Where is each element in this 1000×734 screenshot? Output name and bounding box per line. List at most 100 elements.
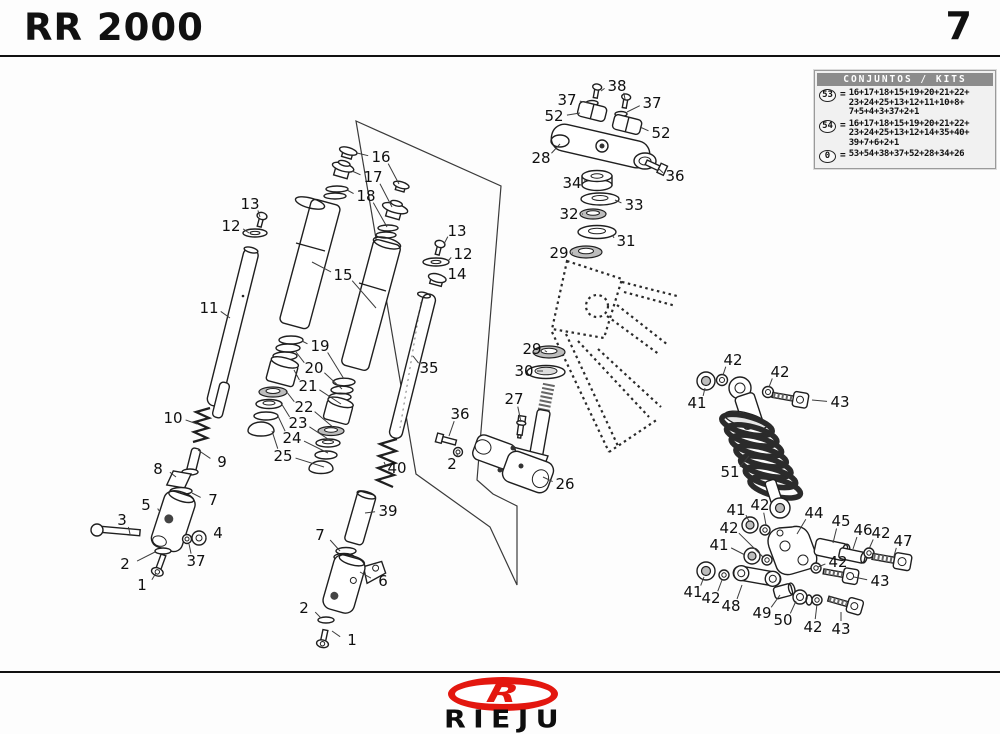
leader-line (542, 476, 553, 483)
leader-line (276, 413, 286, 432)
leader-line (351, 170, 361, 176)
part-label: 28 (531, 149, 550, 167)
outer-tubes-15 (279, 146, 410, 371)
bolt-38-a (592, 83, 603, 100)
brand-logo-oval: R (448, 677, 558, 711)
part-label: 30 (514, 362, 533, 380)
bolt-13-right (434, 239, 446, 257)
leader-line (151, 572, 157, 581)
part-label: 42 (828, 553, 847, 571)
leader-line (551, 143, 561, 154)
kits-rows: 53=16+17+18+15+19+20+21+22+23+24+25+13+1… (817, 88, 993, 163)
part-label: 36 (665, 167, 684, 185)
outer-tube-15-left (279, 198, 341, 330)
part-label: 19 (310, 337, 329, 355)
part-label: 2 (447, 455, 457, 473)
leader-line (295, 351, 305, 363)
part-label: 3 (117, 511, 127, 529)
part-label: 8 (153, 460, 163, 478)
part-label: 24 (282, 429, 301, 447)
fork-leg-left (90, 211, 268, 577)
part-label: 35 (419, 359, 438, 377)
part-label: 42 (803, 618, 822, 636)
kit-number: 54 (819, 119, 836, 133)
leader-line (639, 126, 649, 132)
cap-nut-17-right (381, 199, 409, 221)
part-label: 48 (721, 597, 740, 615)
axle-holder-5 (150, 490, 196, 553)
kit-row: 0=53+54+38+37+52+28+34+26 (817, 149, 993, 163)
leader-line (383, 461, 386, 465)
part-label: 21 (298, 377, 317, 395)
part-label: 10 (163, 409, 182, 427)
part-label: 15 (333, 266, 352, 284)
kit-formula: 53+54+38+37+52+28+34+26 (848, 149, 965, 159)
bolt-1-right (315, 628, 330, 649)
leader-line (832, 528, 838, 544)
part-label: 42 (871, 524, 890, 542)
leader-line (736, 584, 743, 600)
part-label: 11 (199, 299, 218, 317)
leader-line (868, 539, 874, 550)
part-label: 41 (683, 583, 702, 601)
leader-line (717, 579, 723, 592)
leader-line (295, 457, 325, 468)
leader-line (614, 199, 622, 204)
nut-34 (581, 169, 613, 192)
part-label: 16 (371, 148, 390, 166)
part-label: 44 (804, 504, 823, 522)
page-title: RR 2000 (24, 6, 204, 49)
bolt-3 (90, 523, 141, 537)
cap-nut-17-left (331, 159, 355, 180)
leader-line (324, 372, 343, 390)
kits-box: CONJUNTOS / KITS 53=16+17+18+15+19+20+21… (814, 70, 996, 169)
leader-line (658, 168, 664, 174)
part-label: 13 (240, 195, 259, 213)
leader-line (853, 576, 868, 581)
kit-row: 54=16+17+18+15+19+20+21+22+23+24+25+13+1… (817, 118, 993, 149)
leader-line (623, 92, 626, 100)
leader-line (817, 563, 826, 568)
bolt-27 (516, 414, 527, 439)
spring-10 (190, 406, 213, 444)
part-label: 25 (273, 447, 292, 465)
kit-formula: 16+17+18+15+19+20+21+22+23+24+25+13+12+1… (848, 118, 970, 148)
part-label: 5 (141, 496, 151, 514)
part-label: 52 (651, 124, 670, 142)
frame-phantom (550, 259, 678, 453)
leader-line (280, 402, 291, 418)
spring-40 (373, 437, 400, 489)
leader-line (293, 369, 300, 381)
leader-line (191, 492, 201, 498)
cap-16-right (392, 180, 410, 193)
kit-equals: = (840, 89, 846, 100)
leader-line (127, 526, 131, 535)
rear-shock-51 (696, 371, 810, 519)
leader-line (739, 455, 750, 468)
part-label: 1 (137, 576, 147, 594)
part-label: 7 (315, 526, 325, 544)
leader-line (257, 210, 261, 218)
part-label: 45 (831, 512, 850, 530)
leader-line (301, 340, 308, 345)
leader-line (136, 551, 156, 562)
leader-line (220, 311, 231, 319)
linkage-plate-44 (767, 525, 818, 576)
part-label: 12 (221, 217, 240, 235)
clamp-52-left (576, 100, 608, 123)
part-label: 37 (186, 552, 205, 570)
leader-line (730, 547, 746, 556)
fork-leg-right (315, 239, 450, 649)
leader-line (188, 543, 192, 554)
part-label: 37 (642, 94, 661, 112)
part-label: 41 (687, 394, 706, 412)
part-label: 33 (624, 196, 643, 214)
kits-box-title: CONJUNTOS / KITS (817, 73, 993, 86)
leader-line (789, 600, 797, 614)
leader-line (852, 536, 858, 550)
damper-rod-35 (388, 293, 437, 439)
leader-line (314, 411, 335, 429)
kit-row: 53=16+17+18+15+19+20+21+22+23+24+25+13+1… (817, 88, 993, 118)
